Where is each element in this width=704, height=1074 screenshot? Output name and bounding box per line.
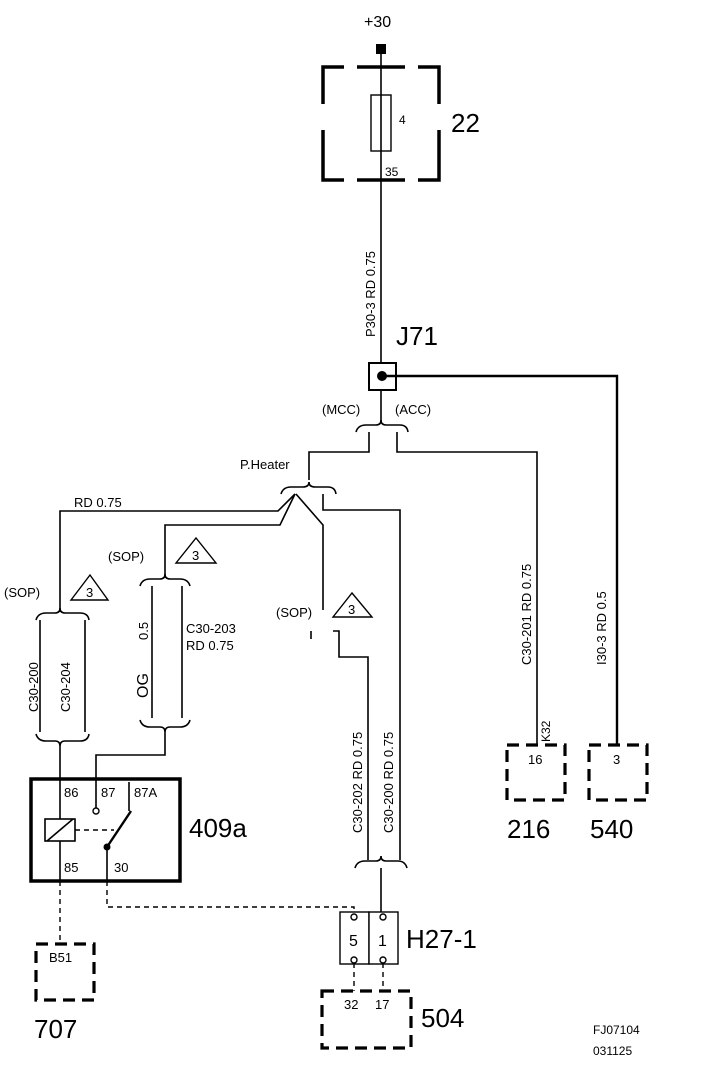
footer-date: 031125 <box>593 1044 632 1058</box>
connector-540-id: 540 <box>590 814 633 844</box>
wire-c30-203-id: C30-203 <box>186 621 236 636</box>
wire-og-size: 0.5 <box>136 622 151 640</box>
connector-707-id: 707 <box>34 1014 77 1044</box>
connector-216-id: 216 <box>507 814 550 844</box>
sop-right-note: 3 <box>348 602 355 617</box>
relay-id: 409a <box>189 813 247 843</box>
heater-label: P.Heater <box>240 457 290 472</box>
conn-216-pin: 16 <box>528 752 542 767</box>
sop-mid-label: (SOP) <box>108 549 144 564</box>
h27-pin-b: 1 <box>378 933 387 950</box>
sop-right-label: (SOP) <box>276 605 312 620</box>
sop-left-triangle <box>69 573 110 601</box>
wire-c30-200-label: C30-200 RD 0.75 <box>381 732 396 833</box>
wire-c30-202 <box>333 630 369 860</box>
connector-707 <box>34 942 96 1002</box>
connector-216 <box>505 743 567 802</box>
footer-code: FJ07104 <box>593 1023 640 1037</box>
wire-c30-203-rd: RD 0.75 <box>186 638 234 653</box>
fuse-box-22: 4 35 <box>321 65 441 182</box>
relay-pin85: 85 <box>64 860 78 875</box>
supply-terminal <box>376 44 386 54</box>
connector-h27-id: H27-1 <box>406 924 477 954</box>
sop-left-label: (SOP) <box>4 585 40 600</box>
wire-c30-201 <box>396 432 538 745</box>
wire-to-540 <box>382 374 619 745</box>
relay-pin87: 87 <box>101 785 115 800</box>
conn-216-k32: K32 <box>539 720 553 742</box>
sop-left-brace <box>35 607 90 621</box>
fuse-pin-bottom: 35 <box>385 165 399 179</box>
sop-mid-note: 3 <box>192 548 199 563</box>
sop-left-note: 3 <box>86 585 93 600</box>
conn-707-pin: B51 <box>49 950 72 965</box>
wire-c30-201-label: C30-201 RD 0.75 <box>519 564 534 665</box>
conn-540-pin: 3 <box>613 752 620 767</box>
h27-pin-a: 5 <box>349 933 358 950</box>
relay-switch-arm <box>106 810 132 848</box>
fuse-id: 22 <box>451 108 480 138</box>
wire-to-sop-right <box>295 493 324 610</box>
junction-mcc: (MCC) <box>322 402 360 417</box>
wire-relay-to-h27 <box>106 881 355 912</box>
connector-h27-1: 5 1 <box>339 911 399 965</box>
wire-p30-3-label: P30-3 RD 0.75 <box>363 251 378 337</box>
relay-pin30: 30 <box>114 860 128 875</box>
sop-mid-brace <box>139 573 191 587</box>
wire-i30-3-label: I30-3 RD 0.5 <box>594 591 609 665</box>
junction-id: J71 <box>396 321 438 351</box>
connector-504-id: 504 <box>421 1003 464 1033</box>
relay-pin87a: 87A <box>134 785 157 800</box>
wire-c30-202-label: C30-202 RD 0.75 <box>350 732 365 833</box>
wire-og-color: OG <box>135 673 152 698</box>
connector-540 <box>587 743 649 802</box>
sop-right-triangle <box>331 591 374 618</box>
wire-c30-200-left: C30-200 <box>26 662 41 712</box>
supply-label: +30 <box>364 14 391 31</box>
relay-409a <box>29 777 182 883</box>
conn-504-pin-a: 32 <box>344 997 358 1012</box>
fuse-pin-top: 4 <box>399 113 406 127</box>
connector-504 <box>320 989 413 1050</box>
junction-acc: (ACC) <box>395 402 431 417</box>
relay-pin86: 86 <box>64 785 78 800</box>
wire-c30-204-left: C30-204 <box>58 662 73 712</box>
h27-brace <box>354 855 408 869</box>
sop-mid-triangle <box>174 536 218 564</box>
heater-brace <box>280 481 337 495</box>
wire-rd-label: RD 0.75 <box>74 495 122 510</box>
conn-504-pin-b: 17 <box>375 997 389 1012</box>
wire-c30-200-right <box>322 494 401 860</box>
